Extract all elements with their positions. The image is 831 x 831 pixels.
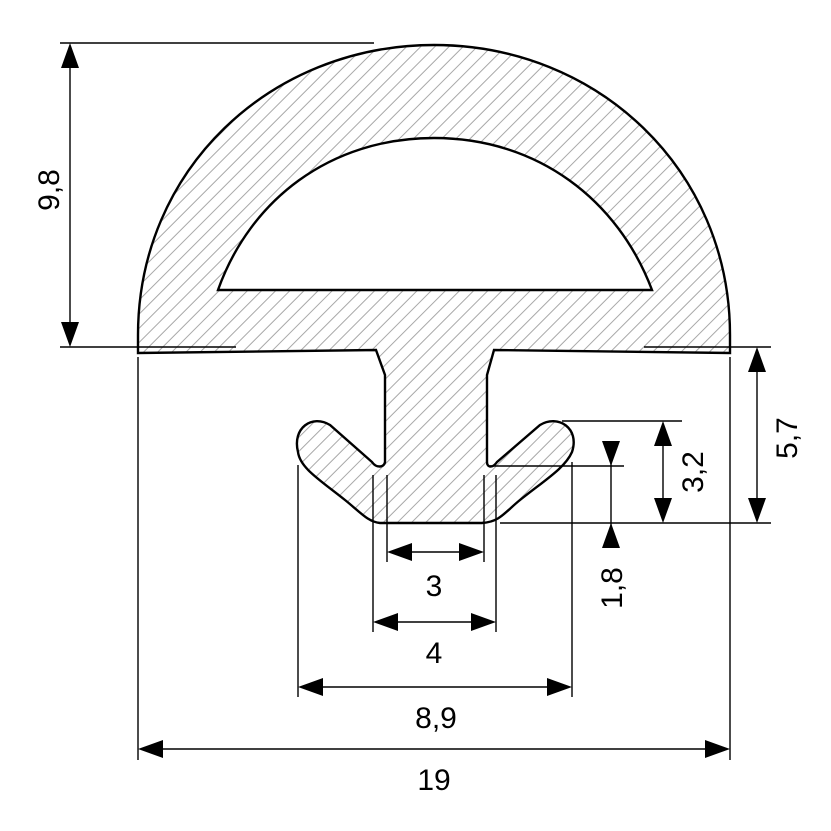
dim-label-overall-height: 9,8 <box>33 169 66 211</box>
dimension-fin-height: 3,2 <box>654 421 710 523</box>
dim-label-fin-span-width: 8,9 <box>415 702 457 735</box>
dimension-stem-outer-width: 4 <box>373 613 496 670</box>
dim-label-fin-gap: 1,8 <box>596 567 629 609</box>
dimension-overall-width: 19 <box>138 740 730 797</box>
profile-cavity <box>216 136 654 292</box>
dimension-fin-gap: 1,8 <box>596 441 629 609</box>
extension-lines <box>60 42 771 760</box>
dimension-base-height: 5,7 <box>748 347 804 523</box>
dim-label-stem-inner-width: 3 <box>426 570 443 603</box>
dim-label-stem-outer-width: 4 <box>426 637 443 670</box>
dim-label-base-height: 5,7 <box>771 417 804 459</box>
dim-label-overall-width: 19 <box>417 764 450 797</box>
dimension-overall-height: 9,8 <box>33 43 79 347</box>
dimension-stem-inner-width: 3 <box>387 543 484 603</box>
dimension-fin-span-width: 8,9 <box>298 678 572 735</box>
dim-label-fin-height: 3,2 <box>677 451 710 493</box>
